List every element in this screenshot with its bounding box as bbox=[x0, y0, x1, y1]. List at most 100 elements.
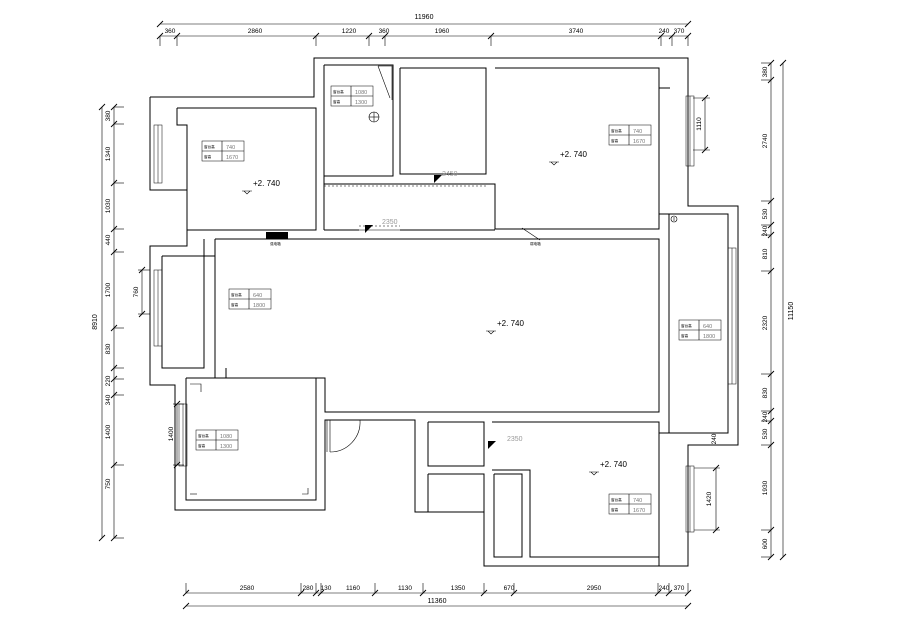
top-dim: 360 bbox=[379, 28, 390, 35]
storage-wall bbox=[427, 421, 485, 467]
bottom-dimension-chain: 2580 280 130 1160 1130 1350 670 2950 240… bbox=[182, 583, 692, 610]
svg-text:1300: 1300 bbox=[220, 444, 232, 450]
svg-text:窗高: 窗高 bbox=[204, 154, 212, 159]
window-tag: 窗台高 740 窗高 1670 bbox=[608, 493, 652, 515]
bottom-dim: 2950 bbox=[587, 585, 602, 592]
floor-drain-icon bbox=[368, 111, 380, 123]
right-dim: 380 bbox=[762, 66, 769, 77]
door-height: 2350 bbox=[382, 219, 398, 226]
interior-dim: 1400 bbox=[168, 426, 175, 441]
right-dim: 830 bbox=[762, 387, 769, 398]
window-tag: 窗台高 1080 窗高 1300 bbox=[330, 85, 374, 107]
svg-text:窗高: 窗高 bbox=[611, 138, 619, 143]
bottom-total-dimension: 11360 bbox=[428, 598, 447, 605]
window-tag: 窗台高 640 窗高 1800 bbox=[678, 319, 722, 341]
svg-text:640: 640 bbox=[703, 324, 712, 330]
door-height: 2350 bbox=[507, 436, 523, 443]
elevation-label: +2. 740 bbox=[560, 150, 587, 159]
svg-text:窗台高: 窗台高 bbox=[198, 433, 209, 438]
left-dim: 1340 bbox=[105, 146, 112, 161]
left-dim: 340 bbox=[105, 394, 112, 405]
left-utility-wall bbox=[161, 255, 205, 369]
elevation-marks: +2. 740 +2. 740 +2. 740 +2. 740 bbox=[242, 150, 627, 476]
right-dim: 600 bbox=[762, 538, 769, 549]
interior-dim: 760 bbox=[133, 286, 140, 297]
east-balcony-wall bbox=[668, 213, 729, 434]
svg-text:窗高: 窗高 bbox=[198, 443, 206, 448]
right-dim: 810 bbox=[762, 248, 769, 259]
bottom-dim: 670 bbox=[504, 585, 515, 592]
bedroom-nw-wall bbox=[176, 107, 317, 231]
bottom-dim: 130 bbox=[321, 585, 332, 592]
window-ne-bedroom bbox=[685, 95, 695, 167]
elevation-label: +2. 740 bbox=[497, 319, 524, 328]
fixtures: 强电箱 弱电箱 bbox=[190, 111, 678, 495]
bottom-dim: 370 bbox=[674, 585, 685, 592]
bottom-dim: 1130 bbox=[398, 585, 412, 592]
interior-dim: 1110 bbox=[696, 117, 703, 131]
living-room-wall bbox=[214, 238, 660, 413]
window-se-bedroom bbox=[685, 465, 695, 533]
top-dim: 1220 bbox=[342, 28, 357, 35]
right-dim: 1930 bbox=[762, 480, 769, 495]
strong-electric-label: 强电箱 bbox=[270, 241, 281, 246]
svg-text:窗高: 窗高 bbox=[231, 302, 239, 307]
svg-text:窗高: 窗高 bbox=[333, 99, 341, 104]
left-dimension-chain: 8910 380 1340 1030 440 1700 830 220 340 … bbox=[92, 103, 124, 542]
doors: 2450 2350 2350 bbox=[326, 171, 541, 453]
left-dim: 1400 bbox=[105, 424, 112, 439]
windows bbox=[153, 65, 737, 533]
interior-dimensions: 1110 760 1400 1420 240 bbox=[133, 94, 720, 534]
bottom-dim: 2580 bbox=[240, 585, 255, 592]
svg-text:1800: 1800 bbox=[253, 303, 265, 309]
svg-text:窗台高: 窗台高 bbox=[611, 497, 622, 502]
right-dimension-chain: 380 2740 530 240 810 2320 830 240 530 19… bbox=[761, 59, 795, 561]
bottom-dim: 1350 bbox=[451, 585, 466, 592]
left-dim: 1700 bbox=[105, 282, 112, 297]
left-dim: 380 bbox=[105, 110, 112, 121]
svg-text:窗台高: 窗台高 bbox=[333, 89, 344, 94]
right-dim: 2320 bbox=[762, 315, 769, 330]
bedroom-ne-wall bbox=[486, 67, 660, 230]
interior-dim: 1420 bbox=[706, 491, 713, 506]
left-dim: 1030 bbox=[105, 198, 112, 213]
bottom-dim: 280 bbox=[303, 585, 314, 592]
window-tag: 窗台高 740 窗高 1670 bbox=[608, 124, 652, 146]
right-total-dimension: 11150 bbox=[788, 302, 795, 321]
elevation-label: +2. 740 bbox=[253, 179, 280, 188]
svg-text:740: 740 bbox=[633, 498, 642, 504]
door-height: 2450 bbox=[442, 171, 458, 178]
window-nw-bedroom bbox=[153, 124, 163, 184]
svg-text:1670: 1670 bbox=[633, 508, 645, 514]
top-dim: 1960 bbox=[435, 28, 450, 35]
interior-dim: 240 bbox=[711, 433, 718, 444]
outer-wall bbox=[149, 57, 739, 567]
left-dim: 830 bbox=[105, 343, 112, 354]
top-dim: 2860 bbox=[248, 28, 263, 35]
weak-electric-label: 弱电箱 bbox=[530, 241, 541, 246]
svg-text:窗台高: 窗台高 bbox=[204, 144, 215, 149]
right-dim: 240 bbox=[762, 411, 769, 422]
window-tags: 窗台高 740 窗高 1670 窗台高 1080 窗高 1300 窗台高 740… bbox=[195, 85, 722, 515]
window-east-balcony bbox=[727, 247, 737, 385]
electrical-box-icon bbox=[266, 232, 288, 239]
right-dim: 240 bbox=[762, 225, 769, 236]
right-dim: 2740 bbox=[762, 133, 769, 148]
top-total-dimension: 11960 bbox=[415, 14, 434, 21]
top-dim: 370 bbox=[674, 28, 685, 35]
left-total-dimension: 8910 bbox=[92, 314, 99, 330]
elevation-label: +2. 740 bbox=[600, 460, 627, 469]
svg-text:1080: 1080 bbox=[355, 90, 367, 96]
window-tag: 窗台高 640 窗高 1800 bbox=[228, 288, 272, 310]
top-dim: 3740 bbox=[569, 28, 584, 35]
bedroom-se-wall bbox=[492, 421, 660, 558]
window-bathroom bbox=[377, 65, 393, 100]
svg-text:1670: 1670 bbox=[633, 139, 645, 145]
top-dim: 240 bbox=[659, 28, 670, 35]
closet-wall bbox=[399, 67, 487, 175]
svg-text:740: 740 bbox=[226, 145, 235, 151]
svg-text:1080: 1080 bbox=[220, 434, 232, 440]
window-sw-bedroom bbox=[178, 403, 188, 467]
bottom-dim: 240 bbox=[659, 585, 670, 592]
